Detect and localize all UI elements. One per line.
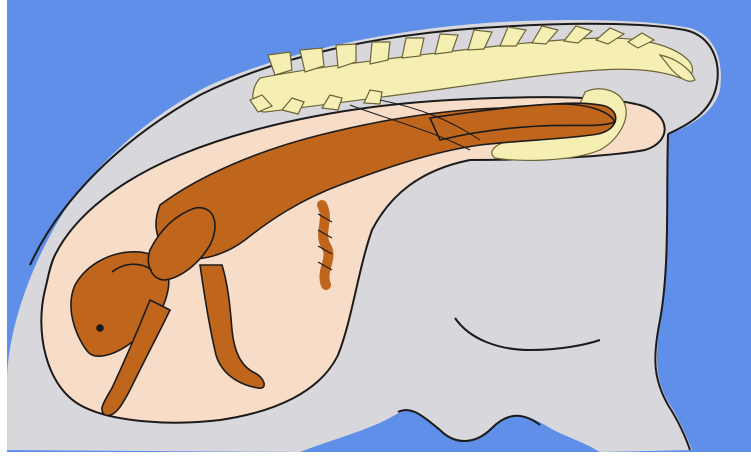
frame-left-edge (0, 0, 7, 460)
vertebra-4 (370, 42, 390, 64)
foal-eye (97, 325, 103, 331)
frame-bottom-edge (0, 452, 751, 460)
vertebra-5 (402, 38, 424, 58)
